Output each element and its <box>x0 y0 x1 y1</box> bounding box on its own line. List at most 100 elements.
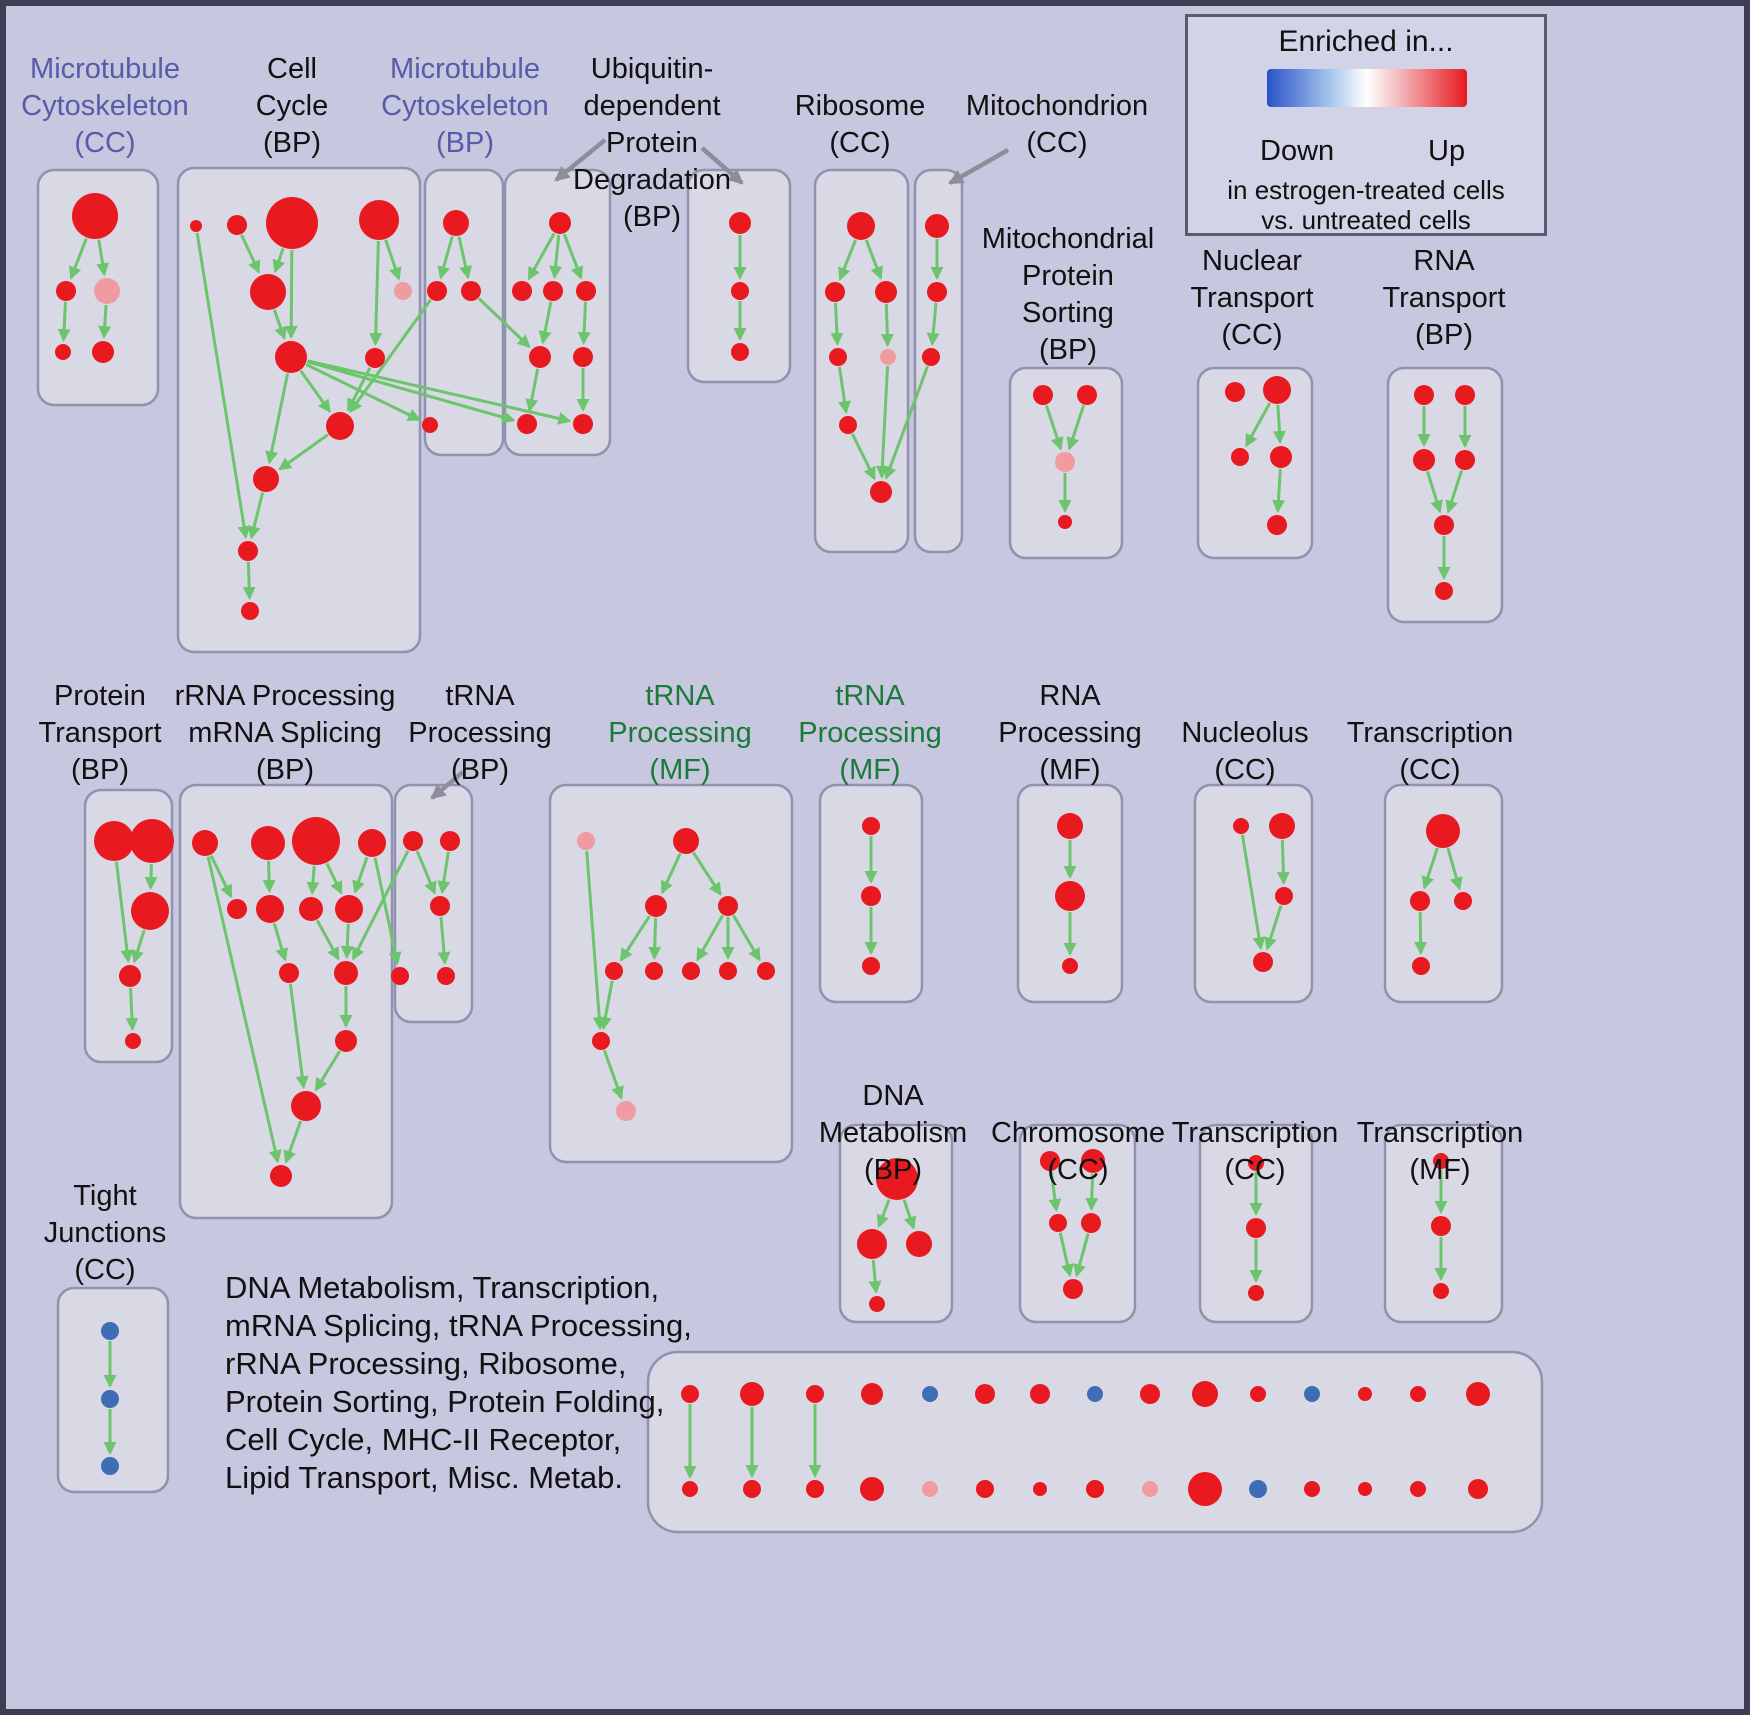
legend-up-label: Up <box>1428 135 1466 167</box>
go-term-node <box>130 819 174 863</box>
go-term-node <box>1077 385 1097 405</box>
edge-arrow <box>1271 468 1285 514</box>
cluster-label: (BP) <box>623 201 681 233</box>
edge-arrow <box>830 302 844 347</box>
go-term-node <box>1062 958 1078 974</box>
cluster-label: (BP) <box>1039 334 1097 366</box>
edge-arrow <box>272 922 289 962</box>
go-term-node <box>1267 515 1287 535</box>
go-term-node <box>512 281 532 301</box>
go-term-node <box>56 281 76 301</box>
go-term-node <box>227 215 247 235</box>
go-term-node <box>250 274 286 310</box>
edge-arrow <box>1058 1232 1074 1278</box>
cluster-label: Protein <box>54 680 146 712</box>
go-term-node <box>241 602 259 620</box>
go-term-node <box>437 967 455 985</box>
cluster-label: Ribosome <box>795 90 926 122</box>
cluster-label: Lipid Transport, Misc. Metab. <box>225 1460 623 1495</box>
edge-arrow <box>437 851 451 895</box>
legend-gradient-bar <box>1267 69 1467 107</box>
edge-arrow <box>864 239 883 280</box>
cluster-label: (CC) <box>829 127 890 159</box>
edge-arrow <box>209 854 233 899</box>
edge-arrow <box>1445 470 1464 514</box>
go-term-node <box>1455 450 1475 470</box>
go-term-node <box>1434 515 1454 535</box>
cluster-label: (BP) <box>256 754 314 786</box>
cluster-label: Protein <box>1022 260 1114 292</box>
cluster-label: Processing <box>608 717 751 749</box>
cluster-label: DNA Metabolism, Transcription, <box>225 1270 659 1305</box>
cluster-box <box>1193 783 1314 1004</box>
go-term-node <box>1033 385 1053 405</box>
cluster-box <box>1196 366 1314 560</box>
edge-arrow <box>875 365 890 480</box>
edge-arrow <box>1421 847 1439 890</box>
edge-arrow <box>1085 1173 1099 1212</box>
label-pointer-arrow <box>554 138 607 182</box>
go-term-node <box>1192 1381 1218 1407</box>
go-term-node <box>1040 1151 1060 1171</box>
edge-arrow <box>384 239 402 281</box>
cluster-label: Transcription <box>1347 717 1514 749</box>
go-term-node <box>975 1384 995 1404</box>
go-term-node <box>238 541 258 561</box>
cluster-label: (BP) <box>451 754 509 786</box>
go-term-node <box>847 212 875 240</box>
cluster-label: (BP) <box>436 127 494 159</box>
edge-arrow <box>880 303 894 348</box>
go-term-node <box>101 1390 119 1408</box>
go-term-node <box>1188 1472 1222 1506</box>
go-term-node <box>1063 1279 1083 1299</box>
edge-arrow <box>57 301 71 343</box>
go-term-node <box>1248 1285 1264 1301</box>
go-term-node <box>645 962 663 980</box>
edge-arrow <box>1272 404 1286 445</box>
edge-arrow <box>278 433 329 471</box>
cluster-label: Transport <box>38 717 161 749</box>
go-term-node <box>616 1101 636 1121</box>
edge-arrow <box>457 236 472 280</box>
cluster-label: DNA <box>862 1080 924 1112</box>
edge-arrow <box>1073 1233 1090 1278</box>
go-term-node <box>573 414 593 434</box>
edge-arrow <box>272 309 287 341</box>
cluster-label: Processing <box>798 717 941 749</box>
go-term-node <box>1055 881 1085 911</box>
go-term-node <box>270 1165 292 1187</box>
legend-subtitle-line1: in estrogen-treated cells <box>1227 175 1505 205</box>
go-term-node <box>403 831 423 851</box>
edge-arrow <box>1446 847 1463 891</box>
go-term-node <box>1410 1481 1426 1497</box>
go-term-node <box>365 348 385 368</box>
go-term-node <box>875 281 897 303</box>
edge-arrow <box>585 850 606 1031</box>
edge-arrow <box>247 492 265 540</box>
go-term-node <box>825 282 845 302</box>
go-term-node <box>757 962 775 980</box>
go-term-node <box>72 193 118 239</box>
cluster-label: Transport <box>1190 282 1313 314</box>
go-term-node <box>1225 382 1245 402</box>
go-term-node <box>1263 376 1291 404</box>
cluster-box <box>56 1286 170 1494</box>
edge-arrow <box>340 923 354 960</box>
go-term-node <box>251 826 285 860</box>
go-term-node <box>1249 1480 1267 1498</box>
edge-arrow <box>692 851 722 896</box>
cluster-label: Protein Sorting, Protein Folding, <box>225 1384 664 1419</box>
edge-arrow <box>602 1049 624 1100</box>
edge-arrow <box>437 916 451 966</box>
go-term-node <box>1414 385 1434 405</box>
edge-arrow <box>283 1120 303 1164</box>
cluster-label: Mitochondrial <box>982 223 1154 255</box>
edge-arrow <box>868 1259 882 1295</box>
edge-arrow <box>265 373 290 465</box>
edge-arrow <box>68 237 88 280</box>
go-term-node <box>227 899 247 919</box>
go-term-node <box>719 962 737 980</box>
edge-arrow <box>1048 1171 1062 1213</box>
go-term-node <box>1248 1155 1264 1171</box>
go-term-node <box>862 957 880 975</box>
